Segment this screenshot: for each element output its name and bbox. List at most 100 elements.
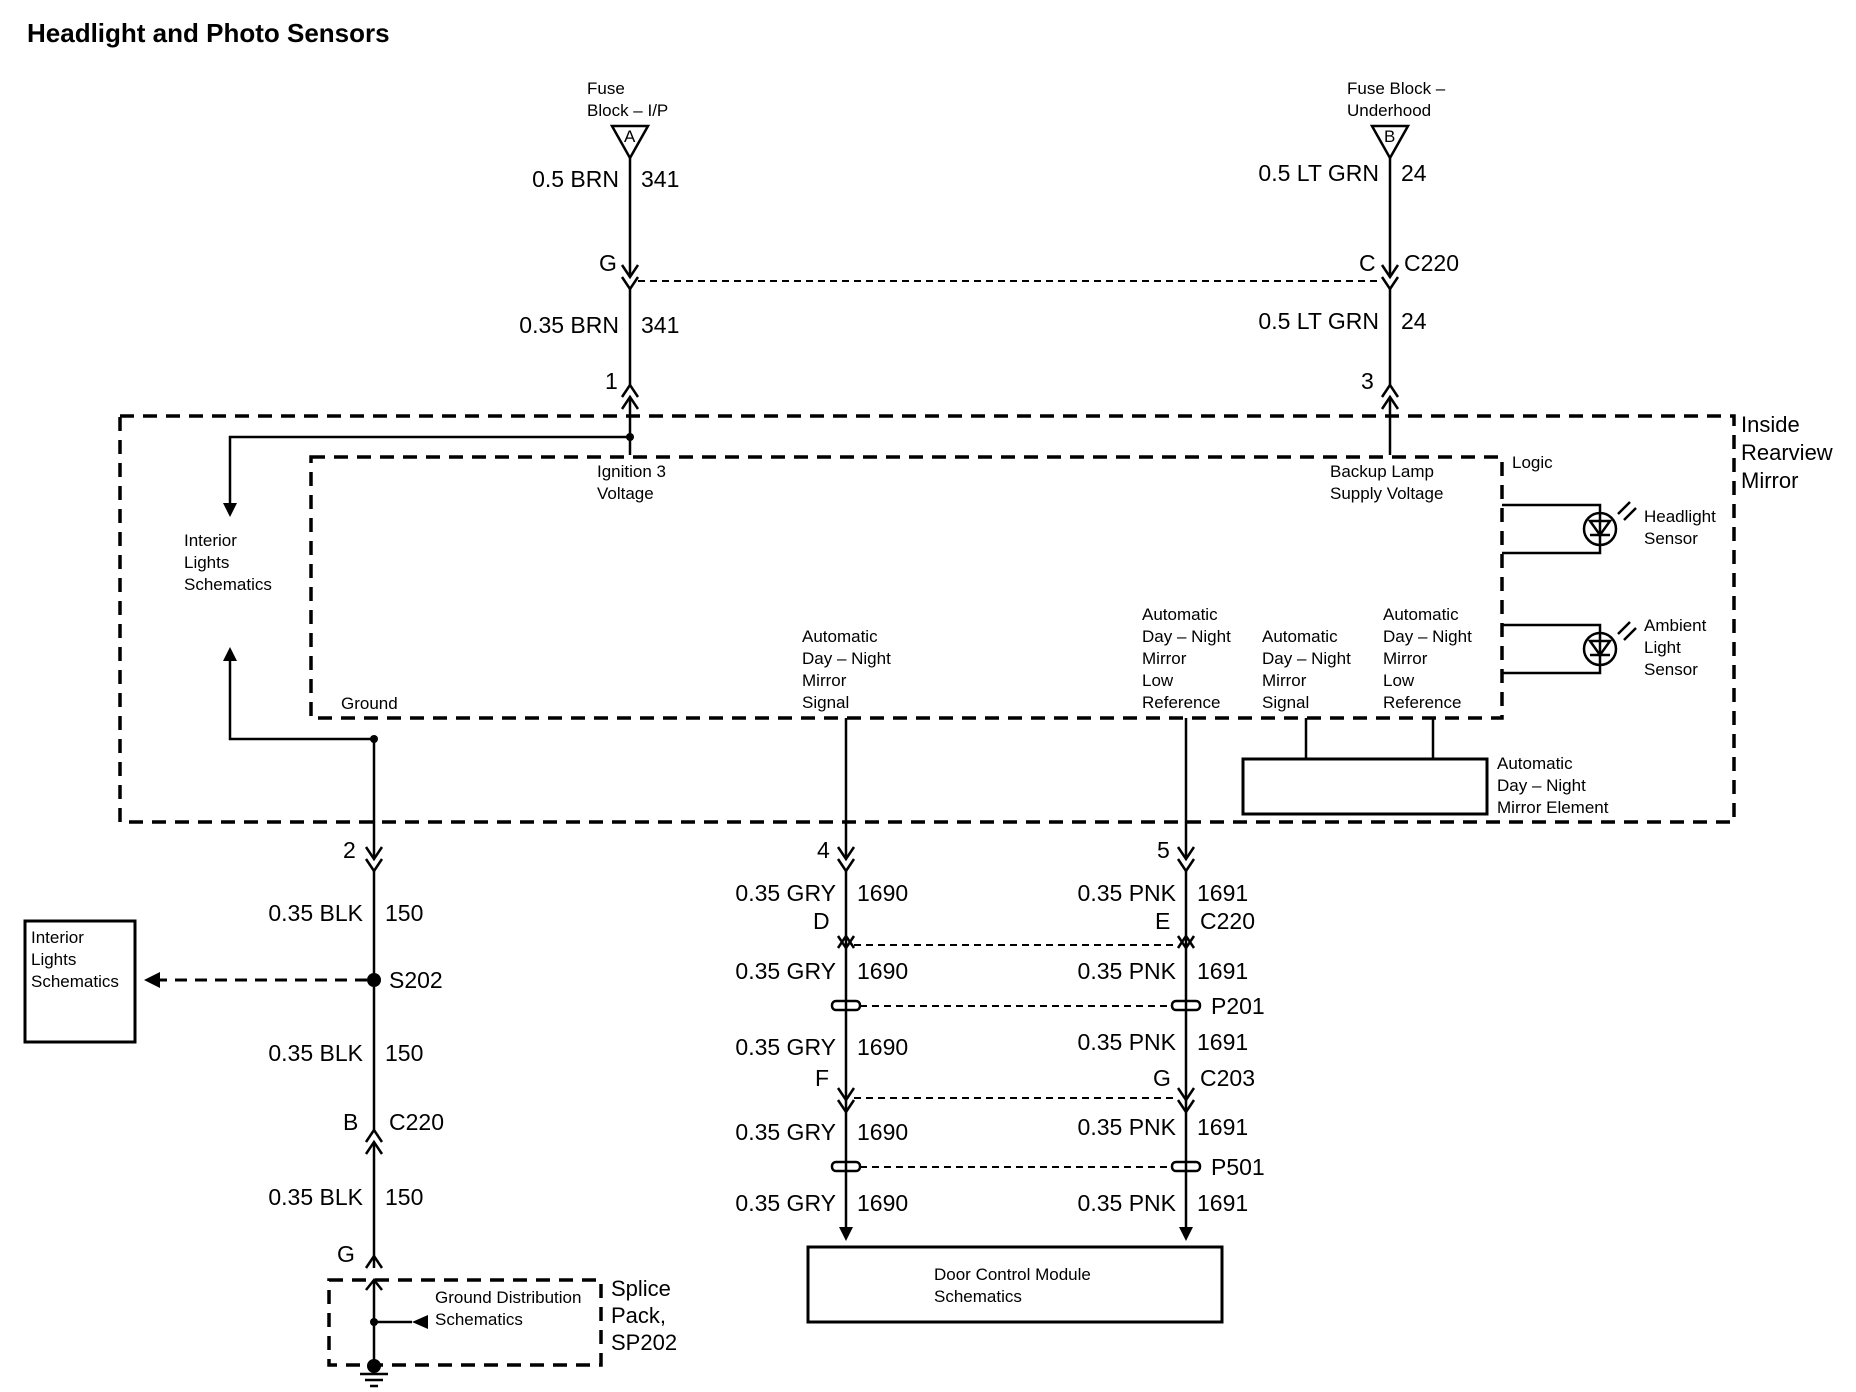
wire-label-gry-3: 0.35 GRY <box>735 1034 836 1060</box>
splice-pack-label-2: Pack, <box>611 1303 666 1328</box>
ambient-sensor-label-1: Ambient <box>1644 616 1707 635</box>
element-low-ref-label-4: Low <box>1383 671 1415 690</box>
fuse-underhood-terminal: B <box>1384 127 1395 146</box>
low-ref-label-3: Mirror <box>1142 649 1187 668</box>
p501-right-symbol <box>1170 1160 1202 1173</box>
sp202-pin-g-symbol <box>364 1253 384 1269</box>
fuse-block-ip: Fuse Block – I/P A <box>587 79 668 161</box>
inside-rearview-mirror-box <box>118 414 1736 824</box>
fuse-ip-terminal-symbol <box>609 124 651 161</box>
low-ref-label-4: Low <box>1142 671 1174 690</box>
wire-label-blk-1: 0.35 BLK <box>268 900 363 926</box>
signal-label-3: Mirror <box>802 671 847 690</box>
wire-1691-arrow <box>1179 1227 1193 1241</box>
wire-label-blk-2: 0.35 BLK <box>268 1040 363 1066</box>
headlight-sensor-label-1: Headlight <box>1644 507 1716 526</box>
wire-label-grn-top: 0.5 LT GRN <box>1258 160 1379 186</box>
element-label-2: Day – Night <box>1497 776 1586 795</box>
ign-branch-wire <box>228 435 630 505</box>
mirror-pin-1: 1 <box>605 368 618 394</box>
wire-circuit-1691-3: 1691 <box>1197 1029 1248 1055</box>
headlight-sensor-label-2: Sensor <box>1644 529 1698 548</box>
signal-label-4: Signal <box>802 693 849 712</box>
wire-label-brn-bottom: 0.35 BRN <box>519 312 619 338</box>
s202-label: S202 <box>389 967 443 993</box>
fuse-block-underhood: Fuse Block – Underhood B <box>1347 79 1446 161</box>
ambient-sensor-wiring <box>1502 623 1602 675</box>
wire-circuit-1691-2: 1691 <box>1197 958 1248 984</box>
ground-dist-arrow <box>412 1315 428 1329</box>
door-control-module-box <box>806 1245 1224 1324</box>
wire-circuit-150-1: 150 <box>385 900 423 926</box>
element-signal-label-4: Signal <box>1262 693 1309 712</box>
wire-circuit-1690-3: 1690 <box>857 1034 908 1060</box>
wire-circuit-24-bottom: 24 <box>1401 308 1427 334</box>
wire-label-pnk-2: 0.35 PNK <box>1078 958 1177 984</box>
logic-box <box>309 455 1504 720</box>
mirror-pin-3: 3 <box>1361 368 1374 394</box>
door-module-label-2: Schematics <box>934 1287 1022 1306</box>
backup-voltage-label-1: Backup Lamp <box>1330 462 1434 481</box>
p501-label: P501 <box>1211 1154 1265 1180</box>
wire-circuit-1690-5: 1690 <box>857 1190 908 1216</box>
splice-pack-label-3: SP202 <box>611 1330 677 1355</box>
ign-branch-arrow <box>223 503 237 517</box>
wire-circuit-1690-1: 1690 <box>857 880 908 906</box>
wire-circuit-150-2: 150 <box>385 1040 423 1066</box>
low-ref-label-2: Day – Night <box>1142 627 1231 646</box>
element-low-ref-label-1: Automatic <box>1383 605 1459 624</box>
c220-ground-name: C220 <box>389 1109 444 1135</box>
c220-pin-e-symbol <box>1176 933 1196 951</box>
fuse-ip-label-1: Fuse <box>587 79 625 98</box>
c220-mid-name: C220 <box>1200 908 1255 934</box>
c203-name: C203 <box>1200 1065 1255 1091</box>
internal-interior-lights-3: Schematics <box>184 575 272 594</box>
logic-label: Logic <box>1512 453 1553 472</box>
wire-label-pnk-1: 0.35 PNK <box>1078 880 1177 906</box>
wire-circuit-1691-1: 1691 <box>1197 880 1248 906</box>
c203-pin-g-symbol <box>1176 1087 1196 1115</box>
element-low-ref-label-2: Day – Night <box>1383 627 1472 646</box>
ambient-diode-symbol <box>1587 639 1613 658</box>
s202-branch-arrow <box>144 972 160 988</box>
ambient-light-rays-icon <box>1617 621 1637 641</box>
wire-label-gry-5: 0.35 GRY <box>735 1190 836 1216</box>
c220-ground-pin: B <box>343 1109 358 1135</box>
door-module-label-1: Door Control Module <box>934 1265 1091 1284</box>
wire-label-pnk-5: 0.35 PNK <box>1078 1190 1177 1216</box>
sp202-pin: G <box>337 1241 355 1267</box>
element-signal-label-1: Automatic <box>1262 627 1338 646</box>
s202-splice-dot <box>367 973 381 987</box>
ambient-sensor-photodiode-icon <box>1582 631 1618 667</box>
ground-dist-label-2: Schematics <box>435 1310 523 1329</box>
ground-dist-label-1: Ground Distribution <box>435 1288 581 1307</box>
element-signal-label-3: Mirror <box>1262 671 1307 690</box>
wire-circuit-1690-2: 1690 <box>857 958 908 984</box>
wire-circuit-341-top: 341 <box>641 166 679 192</box>
element-label-3: Mirror Element <box>1497 798 1609 817</box>
ambient-light-sensor: Ambient Light Sensor <box>1502 616 1707 679</box>
wire-label-brn-top: 0.5 BRN <box>532 166 619 192</box>
wire-label-gry-2: 0.35 GRY <box>735 958 836 984</box>
c220-mid-pin-right: E <box>1155 908 1170 934</box>
element-low-ref-label-3: Mirror <box>1383 649 1428 668</box>
element-low-ref-label-5: Reference <box>1383 693 1461 712</box>
interior-lights-box-label-2: Lights <box>31 950 76 969</box>
low-ref-label-5: Reference <box>1142 693 1220 712</box>
wire-label-gry-4: 0.35 GRY <box>735 1119 836 1145</box>
ground-symbol-icon <box>360 1372 388 1388</box>
mirror-pin-4: 4 <box>817 837 830 863</box>
wire-circuit-1690-4: 1690 <box>857 1119 908 1145</box>
interior-lights-box-label-1: Interior <box>31 928 84 947</box>
c203-pin-f-symbol <box>836 1087 856 1115</box>
internal-interior-lights-1: Interior <box>184 531 237 550</box>
c220-top-pin-left: G <box>599 250 617 276</box>
fuse-ip-label-2: Block – I/P <box>587 101 668 120</box>
element-label-1: Automatic <box>1497 754 1573 773</box>
wire-circuit-24-top: 24 <box>1401 160 1427 186</box>
ground-label: Ground <box>341 694 398 713</box>
mirror-element-box <box>1241 757 1489 816</box>
low-ref-label-1: Automatic <box>1142 605 1218 624</box>
p201-right-symbol <box>1170 999 1202 1012</box>
